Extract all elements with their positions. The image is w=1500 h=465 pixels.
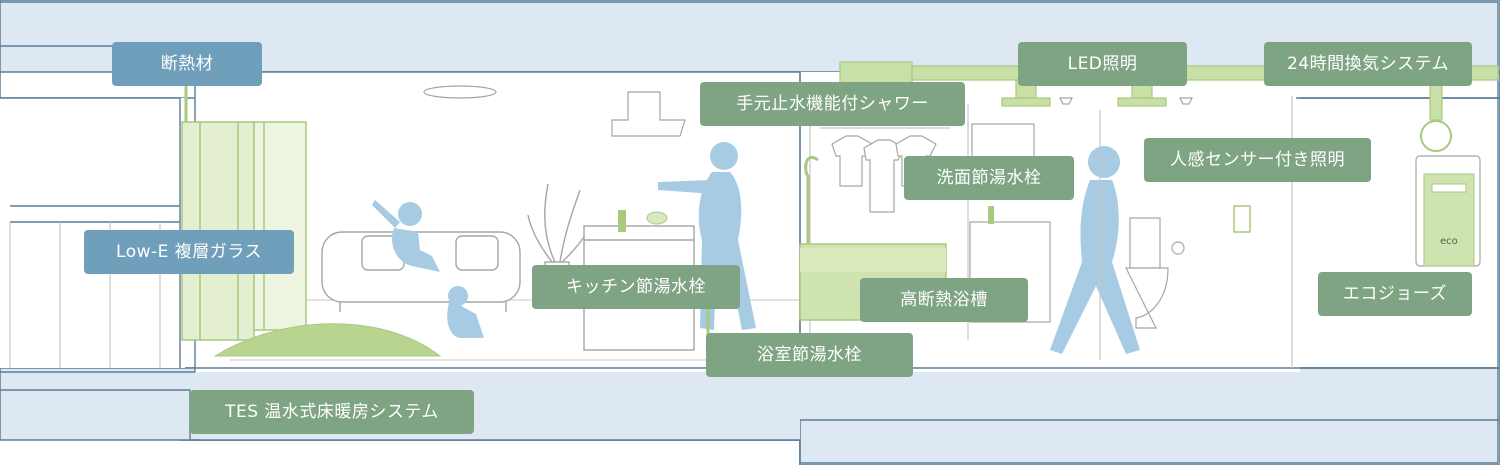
dog-silhouette [448, 286, 468, 306]
child-silhouette [398, 202, 422, 226]
light-switch-icon [1233, 205, 1251, 233]
label-ecojozu: エコジョーズ [1318, 272, 1472, 316]
woman-silhouette [710, 142, 738, 170]
label-insulation: 断熱材 [112, 42, 262, 86]
sofa-icon [321, 231, 521, 312]
kitchen-faucet-icon [618, 210, 626, 232]
label-kitchen-faucet: キッチン節湯水栓 [532, 265, 740, 309]
eco-panel-text: eco [1440, 236, 1458, 247]
ecojozu-unit-icon [1415, 120, 1481, 267]
toilet-icon [1125, 217, 1185, 329]
label-insulated-tub: 高断熱浴槽 [860, 278, 1028, 322]
label-led-lighting: LED照明 [1018, 42, 1187, 86]
label-sensor-light: 人感センサー付き照明 [1144, 138, 1371, 182]
floor-heating-pad [213, 323, 442, 357]
man-silhouette [1088, 146, 1120, 178]
label-ventilation: 24時間換気システム [1264, 42, 1472, 86]
downlight-icons [1059, 97, 1193, 105]
label-bath-faucet: 浴室節湯水栓 [706, 333, 913, 377]
label-floor-heating: TES 温水式床暖房システム [190, 390, 474, 434]
ceiling-light-icon [423, 85, 497, 99]
range-hood-icon [611, 91, 686, 137]
label-hand-shower: 手元止水機能付シャワー [700, 82, 965, 126]
cup-icon [646, 211, 668, 225]
label-washbasin-faucet: 洗面節湯水栓 [904, 156, 1074, 200]
hand-shower-icon [804, 156, 819, 244]
label-lowe-glass: Low-E 複層ガラス [84, 230, 294, 274]
